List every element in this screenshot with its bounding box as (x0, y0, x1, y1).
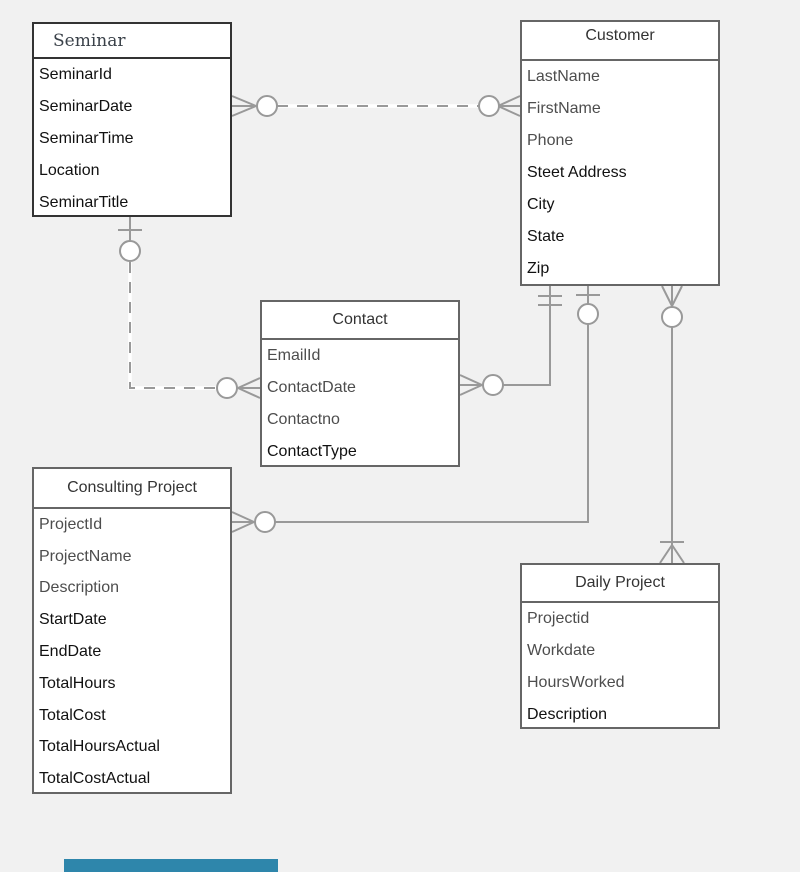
field-row: LastName (527, 68, 600, 85)
field-row: ContactType (267, 443, 357, 460)
field-row: City (527, 196, 555, 213)
field-row: State (527, 228, 565, 245)
field-list: EmailId ContactDate Contactno ContactTyp… (262, 340, 458, 468)
field-row: Projectid (527, 610, 590, 627)
entity-title: Contact (262, 302, 458, 340)
horizontal-scrollbar-thumb[interactable] (64, 859, 278, 872)
zero-circle (254, 511, 276, 533)
zero-circle (216, 377, 238, 399)
zero-circle (119, 240, 141, 262)
connector-consulting-project-customer[interactable] (231, 286, 600, 533)
field-row: HoursWorked (527, 674, 625, 691)
field-row: Description (527, 706, 608, 723)
field-row: TotalHours (39, 674, 116, 692)
field-row: ProjectId (39, 515, 103, 533)
field-row: Description (39, 579, 120, 597)
connector-customer-daily-project[interactable] (659, 285, 685, 564)
field-row: SeminarTitle (39, 194, 129, 211)
field-list: ProjectId ProjectName Description StartD… (34, 509, 230, 795)
field-row: ProjectName (39, 547, 132, 565)
field-list: SeminarId SeminarDate SeminarTime Locati… (34, 59, 230, 219)
field-row: Steet Address (527, 164, 627, 181)
entity-consulting-project[interactable]: Consulting Project ProjectId ProjectName… (32, 467, 232, 794)
zero-circle (482, 374, 504, 396)
one-bars (538, 295, 562, 306)
field-row: Location (39, 162, 100, 179)
field-row: Phone (527, 132, 574, 149)
connector-seminar-customer[interactable] (231, 95, 521, 117)
field-list: LastName FirstName Phone Steet Address C… (522, 61, 718, 285)
field-row: StartDate (39, 611, 107, 629)
zero-circle (577, 303, 599, 325)
zero-circle (478, 95, 500, 117)
field-row: Zip (527, 260, 550, 277)
field-row: FirstName (527, 100, 601, 117)
field-row: TotalHoursActual (39, 738, 160, 756)
entity-contact[interactable]: Contact EmailId ContactDate Contactno Co… (260, 300, 460, 467)
entity-customer[interactable]: Customer LastName FirstName Phone Steet … (520, 20, 720, 286)
connector-contact-customer[interactable] (459, 286, 562, 396)
zero-circle (256, 95, 278, 117)
entity-title: Daily Project (522, 565, 718, 603)
field-row: EmailId (267, 347, 321, 364)
field-row: SeminarId (39, 66, 112, 83)
field-row: TotalCost (39, 706, 106, 724)
entity-seminar[interactable]: Seminar SeminarId SeminarDate SeminarTim… (32, 22, 232, 217)
field-row: EndDate (39, 643, 102, 661)
field-row: SeminarTime (39, 130, 134, 147)
field-list: Projectid Workdate HoursWorked Descripti… (522, 603, 718, 731)
zero-circle (661, 306, 683, 328)
entity-title: Customer (522, 22, 718, 61)
field-row: Contactno (267, 411, 340, 428)
field-row: Workdate (527, 642, 596, 659)
field-row: TotalCostActual (39, 770, 151, 788)
connector-seminar-contact[interactable] (118, 217, 261, 399)
field-row: SeminarDate (39, 98, 133, 115)
entity-title: Seminar (34, 24, 230, 59)
entity-title: Consulting Project (34, 469, 230, 509)
field-row: ContactDate (267, 379, 356, 396)
entity-daily-project[interactable]: Daily Project Projectid Workdate HoursWo… (520, 563, 720, 729)
